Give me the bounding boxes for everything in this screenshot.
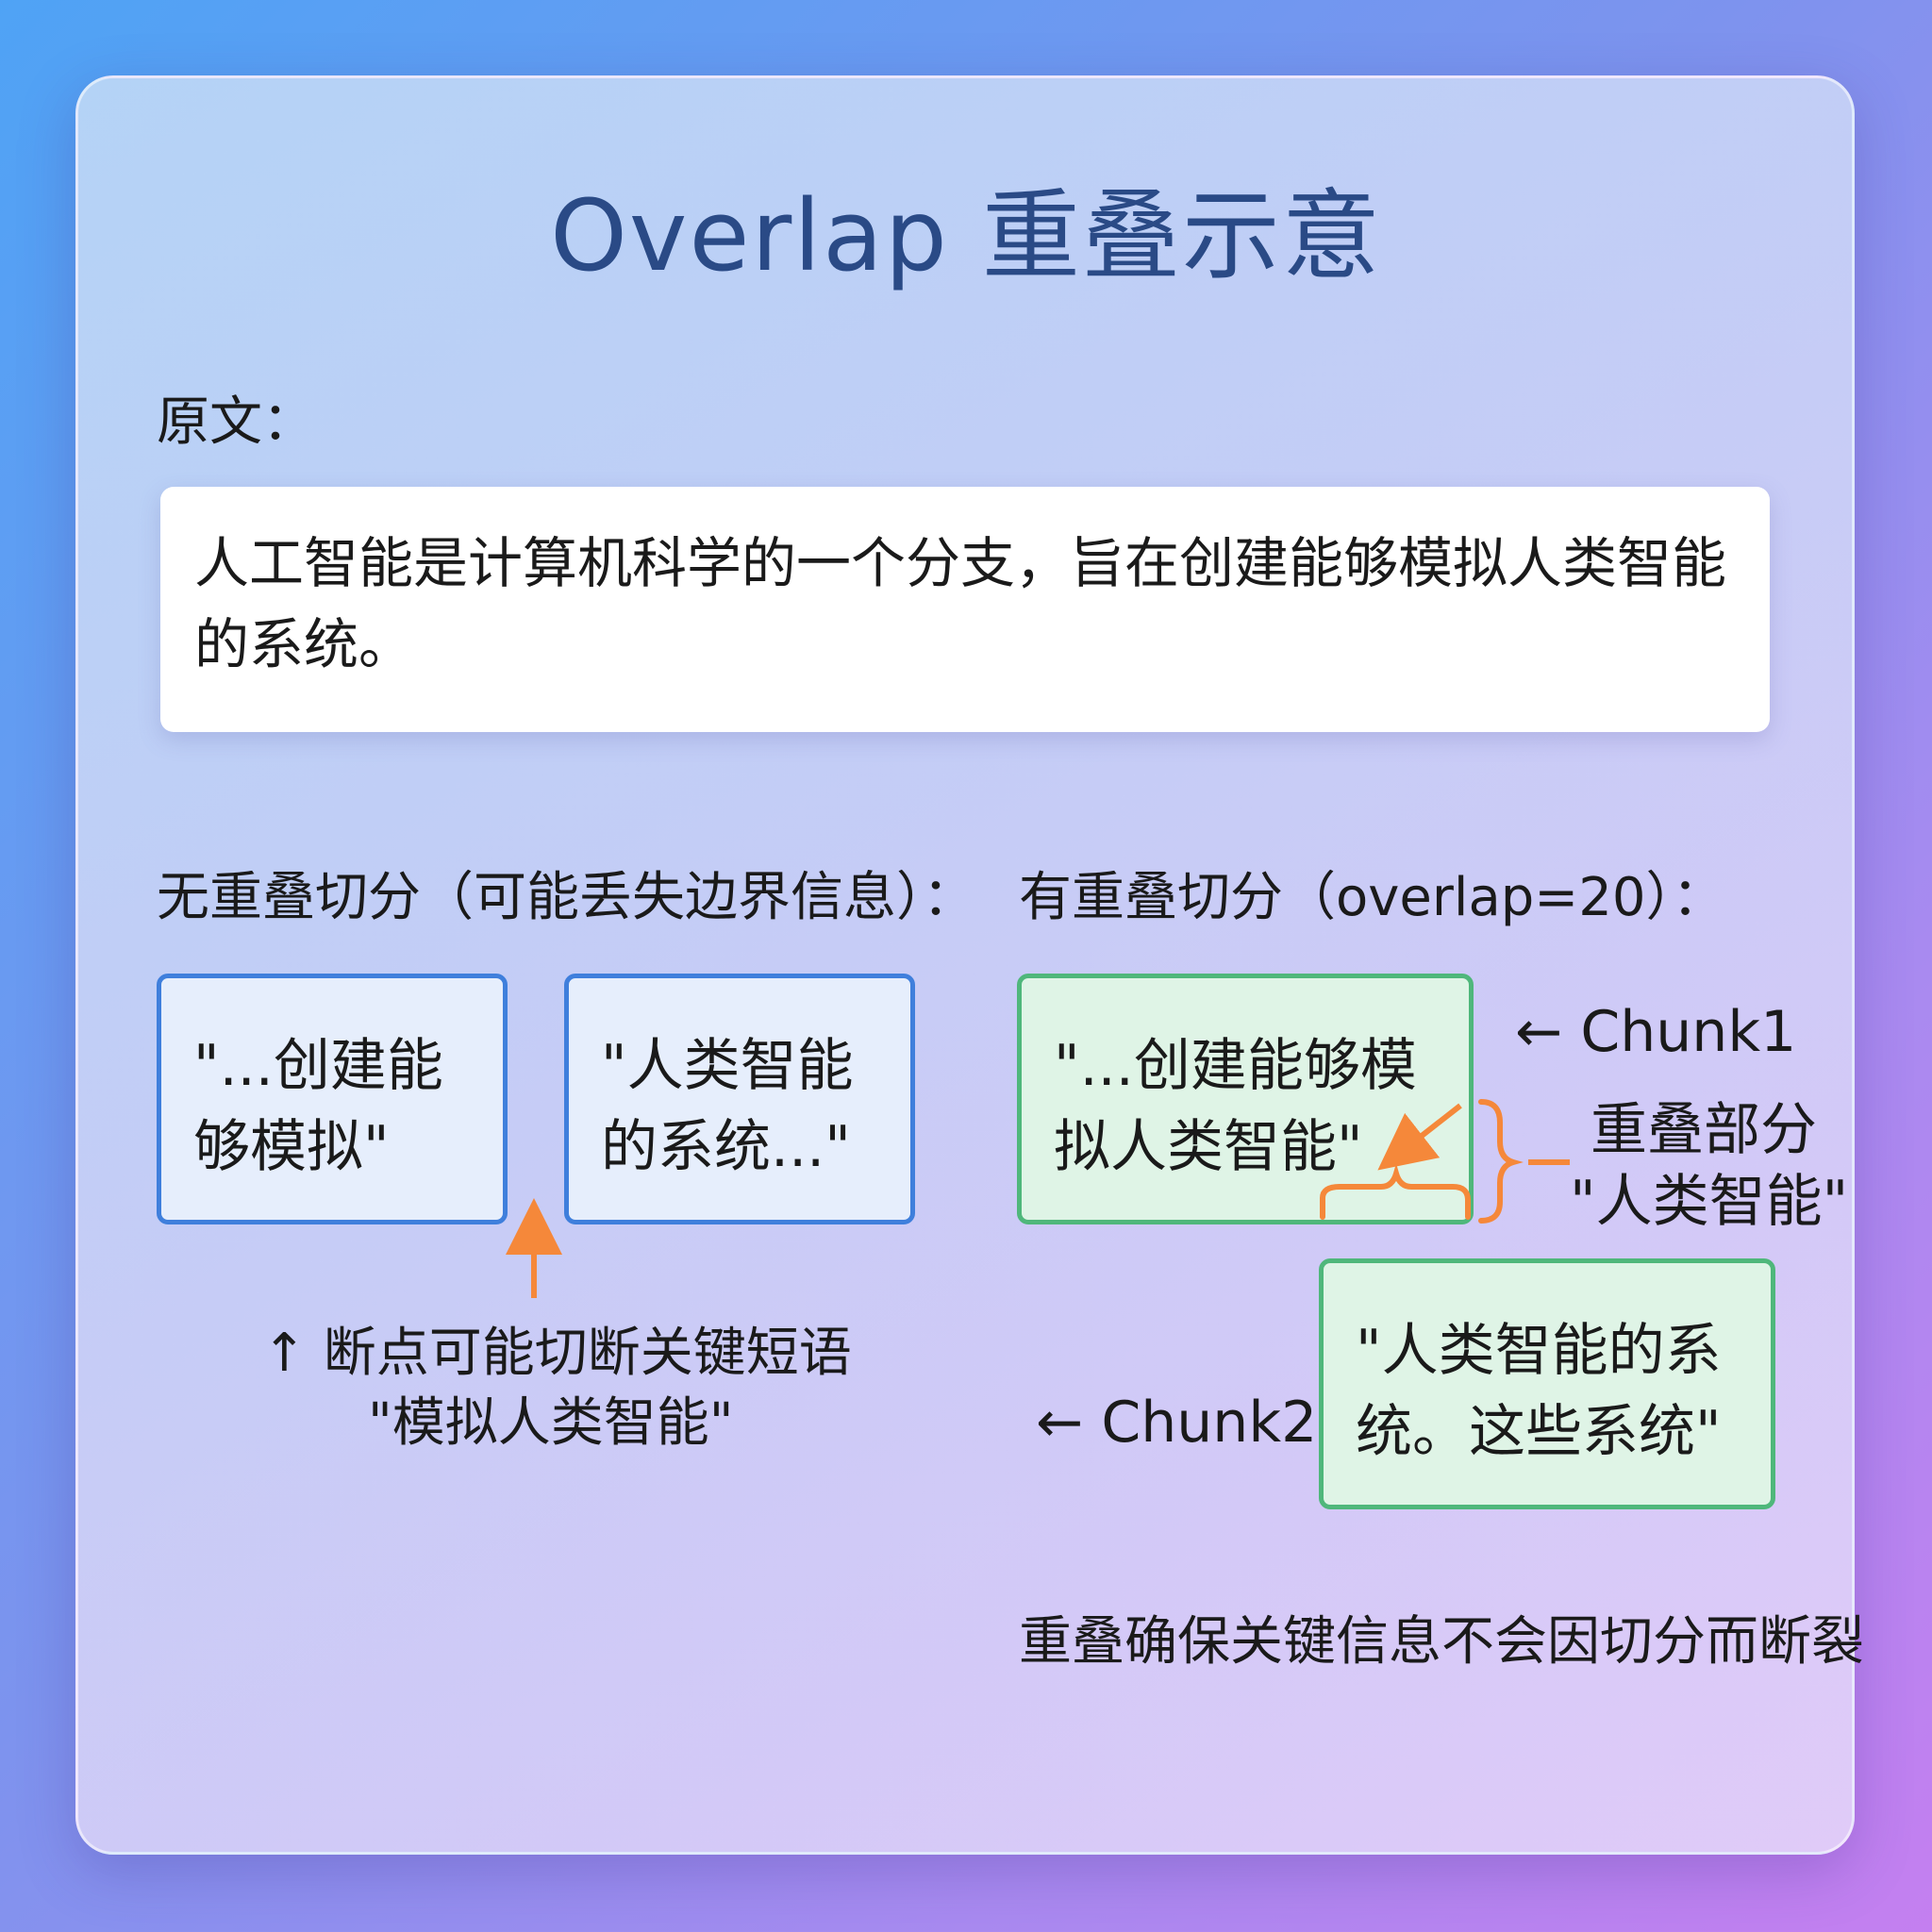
original-text: 人工智能是计算机科学的一个分支，旨在创建能够模拟人类智能的系统。 xyxy=(194,531,1727,676)
overlap-chunk-2: "人类智能的系统。这些系统" xyxy=(1319,1258,1775,1509)
no-overlap-label: 无重叠切分（可能丢失边界信息）： xyxy=(157,867,975,928)
chunk2-label: ← Chunk2 xyxy=(1036,1390,1318,1456)
no-overlap-chunk-1: "...创建能够模拟" xyxy=(157,974,508,1224)
break-note-line-2: "模拟人类智能" xyxy=(368,1392,734,1454)
conclusion-text: 重叠确保关键信息不会因切分而断裂 xyxy=(1019,1611,1864,1673)
page-title: Overlap 重叠示意 xyxy=(550,178,1382,293)
overlap-label: 有重叠切分（overlap=20）： xyxy=(1019,867,1725,928)
no-overlap-chunk-1-text: "...创建能够模拟" xyxy=(193,1033,443,1180)
overlap-part-label: 重叠部分 xyxy=(1591,1097,1817,1163)
no-overlap-chunk-2-text: "人类智能的系统..." xyxy=(601,1033,854,1180)
main-card xyxy=(75,75,1855,1855)
chunk1-label: ← Chunk1 xyxy=(1515,999,1797,1065)
overlap-chunk-1-text: "...创建能够模拟人类智能" xyxy=(1054,1033,1417,1180)
original-text-box: 人工智能是计算机科学的一个分支，旨在创建能够模拟人类智能的系统。 xyxy=(160,487,1770,732)
original-label: 原文： xyxy=(157,391,315,453)
overlap-chunk-1: "...创建能够模拟人类智能" xyxy=(1017,974,1474,1224)
no-overlap-chunk-2: "人类智能的系统..." xyxy=(564,974,915,1224)
overlap-chunk-2-text: "人类智能的系统。这些系统" xyxy=(1356,1318,1722,1465)
break-note-line-1: ↑ 断点可能切断关键短语 xyxy=(262,1323,852,1384)
overlap-part-text: "人类智能" xyxy=(1570,1169,1849,1235)
